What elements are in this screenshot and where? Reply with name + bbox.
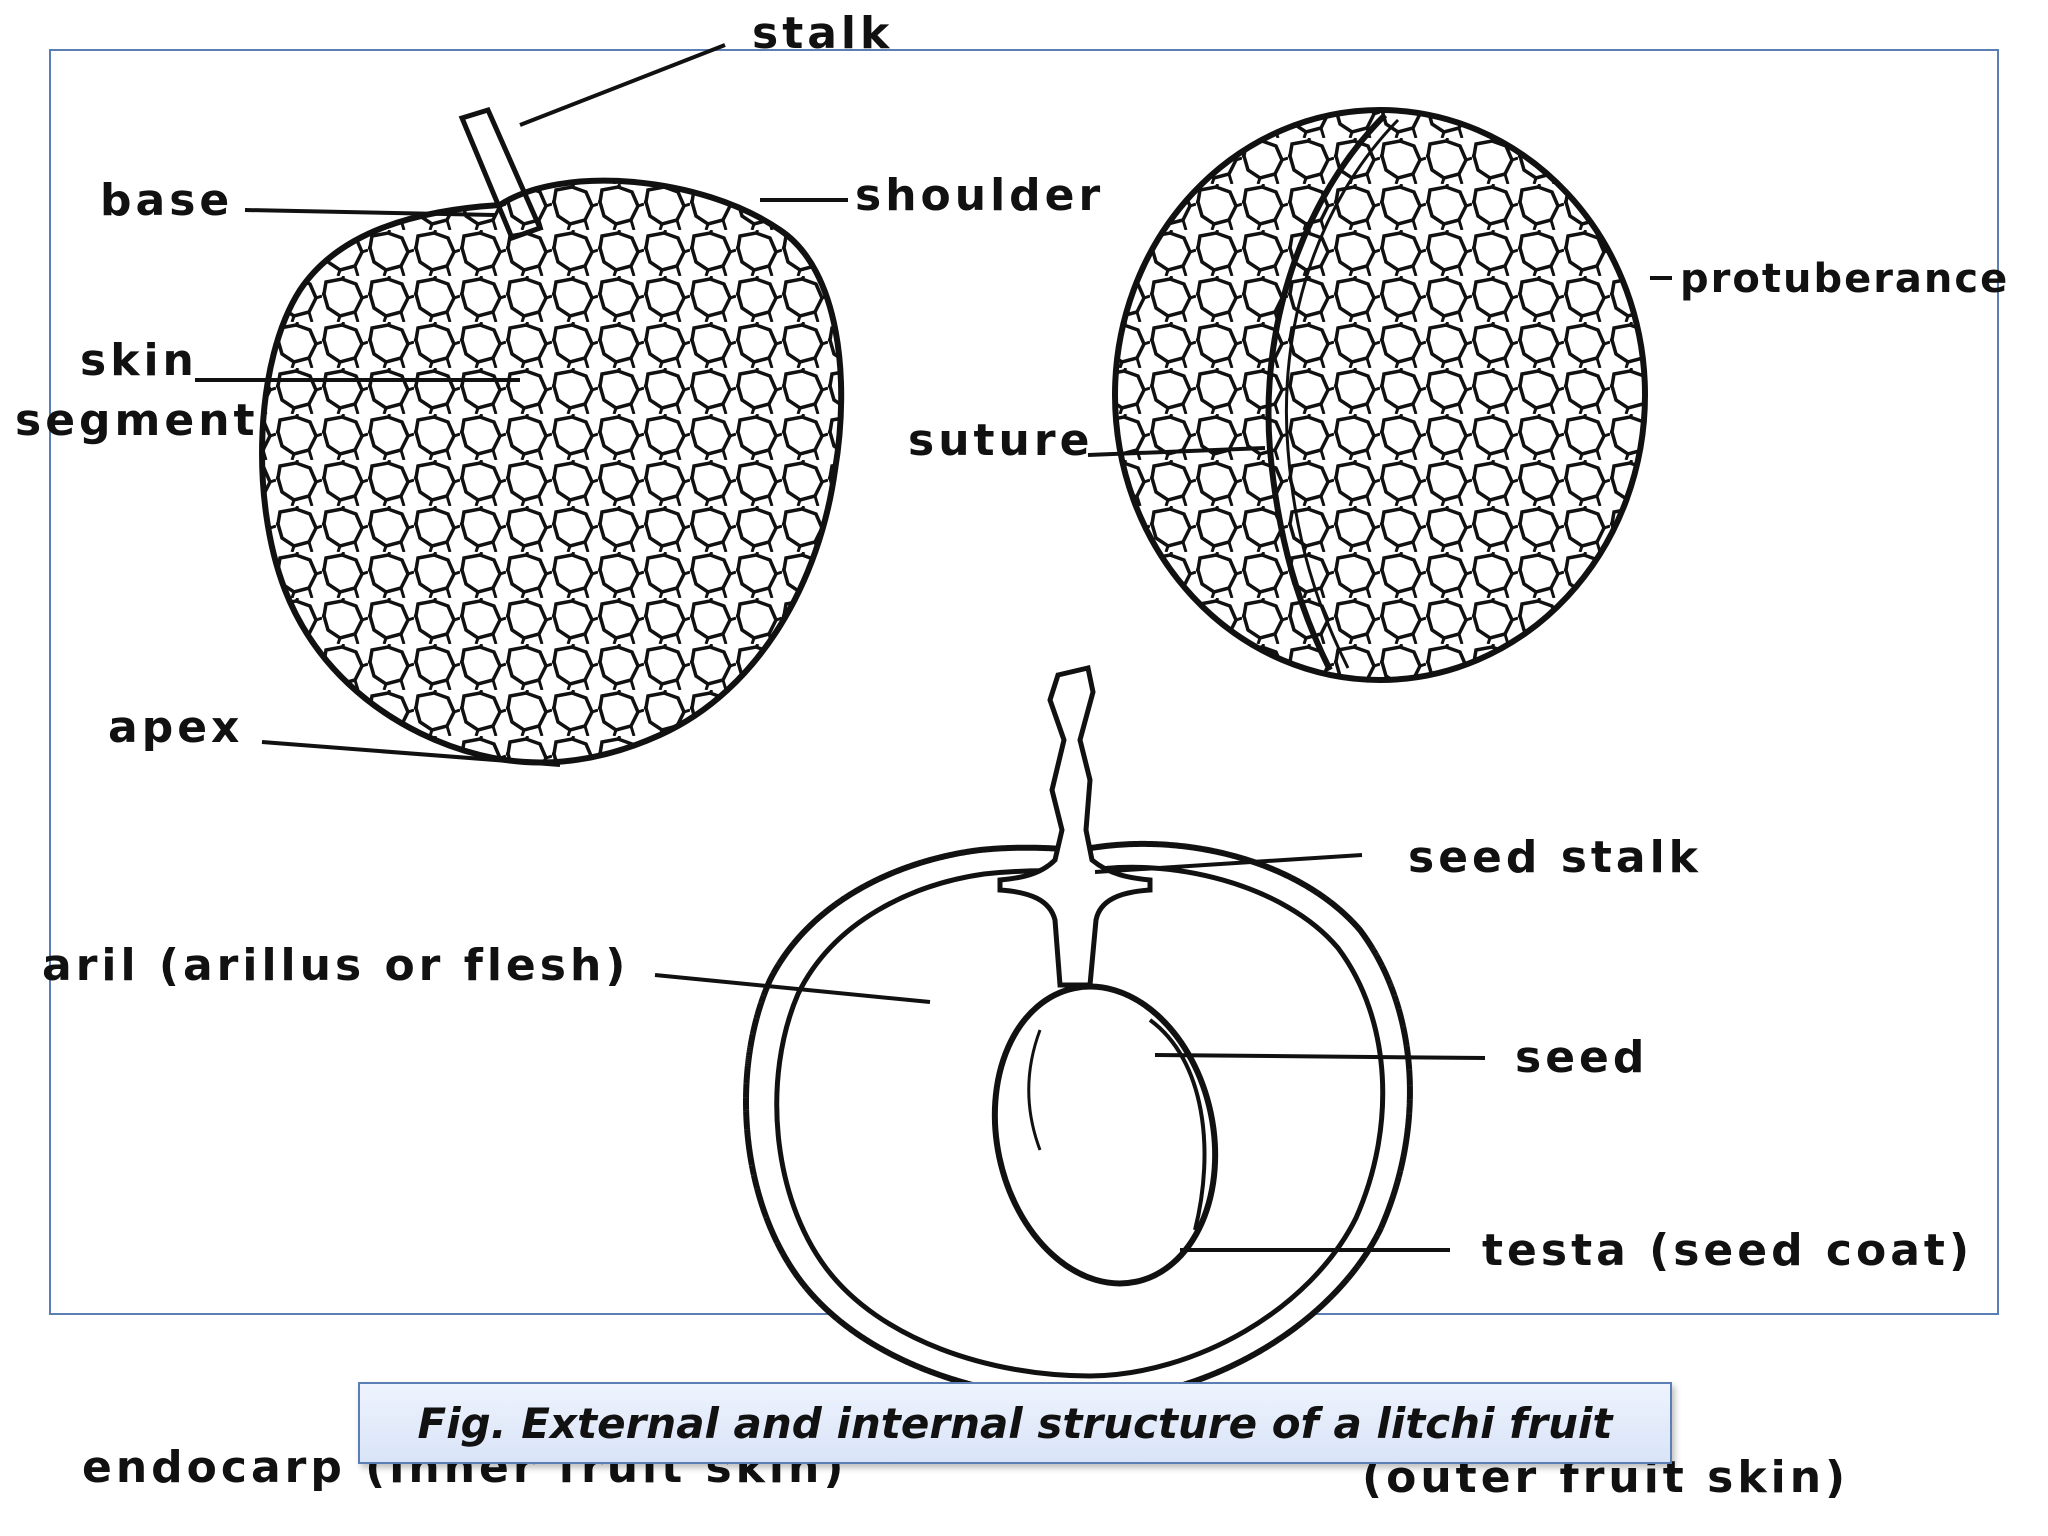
label-stalk: stalk: [752, 8, 893, 59]
leader-seed-stalk: [1094, 853, 1363, 874]
leader-suture: [1087, 446, 1266, 457]
round-fruit-with-suture: [1112, 107, 1648, 683]
testa: [1148, 1018, 1207, 1231]
leader-stalk: [519, 43, 726, 127]
leader-apex: [261, 740, 561, 767]
suture-line: [1265, 112, 1388, 672]
label-suture: suture: [908, 415, 1093, 466]
label-base: base: [100, 175, 233, 226]
label-protuberance: protuberance: [1680, 256, 2009, 302]
label-skin: skin: [80, 335, 198, 386]
label-shoulder: shoulder: [855, 170, 1104, 221]
round-fruit-outline: [1112, 107, 1648, 683]
label-testa: testa (seed coat): [1482, 1225, 1973, 1276]
label-seed-stalk: seed stalk: [1408, 832, 1702, 883]
label-seed: seed: [1515, 1032, 1648, 1083]
caption-box: Fig. External and internal structure of …: [358, 1382, 1672, 1464]
seed: [991, 983, 1219, 1287]
label-apex: apex: [108, 702, 243, 753]
figure-caption: Fig. External and internal structure of …: [417, 1398, 1613, 1448]
leader-aril: [654, 973, 931, 1004]
whole-fruit-with-stalk: [259, 106, 845, 766]
leader-seed: [1154, 1053, 1486, 1060]
label-aril: aril (arillus or flesh): [42, 940, 629, 991]
label-segment: segment: [15, 395, 259, 446]
leader-base: [244, 208, 496, 217]
fruit-section: [743, 664, 1413, 1404]
leader-lines: [195, 43, 1672, 1252]
fruit-outline: [259, 177, 845, 766]
